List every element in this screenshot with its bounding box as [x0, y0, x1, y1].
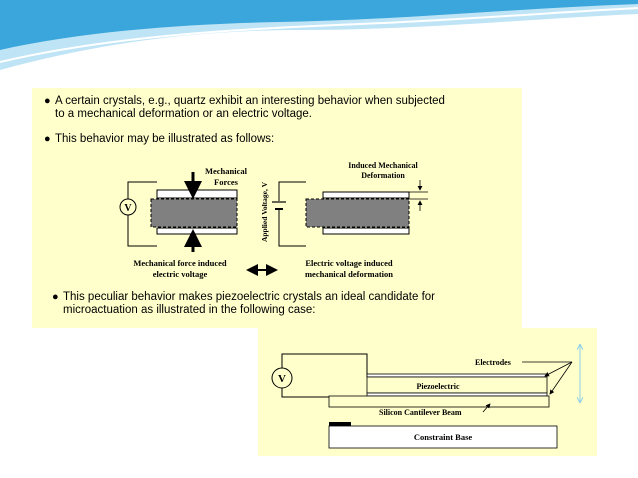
slide-header-swoosh — [0, 0, 638, 70]
voltmeter-right-label: V — [278, 373, 286, 385]
bullet-dot: ● — [52, 291, 59, 303]
voltmeter-right-icon — [271, 367, 293, 389]
silicon-cantilever-beam — [328, 395, 550, 408]
bullet-dot: ● — [44, 133, 51, 145]
constraint-base-label: Constraint Base — [414, 432, 473, 442]
top-electrode — [366, 373, 548, 378]
right-circuit-wire — [278, 181, 306, 247]
bullet-3-line1: This peculiar behavior makes piezoelectr… — [63, 291, 436, 303]
left-crystal — [150, 198, 238, 228]
bottom-electrode — [366, 392, 548, 397]
induced-deformation-label-line1: Induced Mechanical — [348, 161, 418, 170]
right-crystal-bottom-electrode — [322, 227, 410, 235]
induced-deformation-label-line2: Deformation — [361, 171, 405, 180]
right-crystal-top-electrode — [322, 191, 410, 199]
voltmeter-left-icon — [119, 198, 137, 216]
silicon-beam-pointer-icon — [482, 403, 491, 413]
electrode-pointer-top-icon — [544, 361, 573, 377]
mechanical-forces-label-line2: Forces — [214, 177, 239, 187]
caption-right-line1: Electric voltage induced — [305, 258, 393, 268]
bullet-1: ● A certain crystals, e.g., quartz exhib… — [44, 95, 445, 121]
caption-left-line1: Mechanical force induced — [133, 258, 227, 268]
silicon-beam-label: Silicon Cantilever Beam — [379, 408, 462, 417]
caption-right-line2: mechanical deformation — [305, 269, 393, 279]
anchor-block — [329, 422, 351, 426]
applied-voltage-label: Applied Voltage, V — [260, 181, 269, 242]
bullet-1-line1: A certain crystals, e.g., quartz exhibit… — [55, 95, 445, 107]
cantilever-circuit-wire — [281, 353, 368, 398]
bullet-3-line2: microactuation as illustrated in the fol… — [63, 304, 316, 316]
header-wave-line — [0, 7, 638, 63]
caption-left-line2: electric voltage — [153, 269, 208, 279]
voltmeter-left-label: V — [124, 203, 132, 214]
bullet-3: ● This peculiar behavior makes piezoelec… — [52, 291, 436, 317]
bullet-dot: ● — [44, 95, 51, 107]
electrodes-label: Electrodes — [475, 358, 511, 367]
bullet-2: ● This behavior may be illustrated as fo… — [44, 133, 275, 146]
constraint-base — [328, 425, 558, 449]
header-wave-dark — [0, 0, 638, 50]
electrode-pointer-bottom-icon — [549, 361, 573, 395]
piezoelectric-label: Piezoelectric — [416, 382, 460, 391]
bullet-2-text: This behavior may be illustrated as foll… — [55, 133, 275, 145]
bullet-1-line2: to a mechanical deformation or an electr… — [55, 108, 312, 120]
right-crystal — [305, 198, 410, 228]
mechanical-forces-label-line1: Mechanical — [205, 166, 248, 176]
